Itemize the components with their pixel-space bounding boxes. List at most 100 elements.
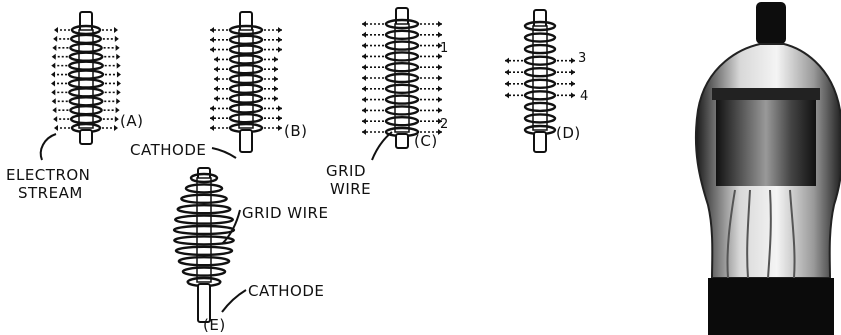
electron-arrow-head	[114, 125, 118, 131]
electron-arrow-head	[52, 54, 56, 60]
c-mark-2: 2	[440, 117, 448, 132]
electron-arrow-head	[362, 118, 366, 124]
electron-arrow-head	[52, 98, 56, 104]
cathode-e-leader	[222, 290, 246, 312]
label-d: (D)	[556, 124, 581, 142]
electron-arrow-head	[52, 45, 56, 51]
cathode-stem-bottom	[396, 134, 408, 148]
electron-arrow-head	[274, 96, 278, 102]
electron-arrow-head	[117, 72, 121, 78]
cathode-stem-bottom	[534, 132, 546, 152]
electron-arrow-head	[117, 63, 121, 69]
d-mark-3: 3	[578, 51, 586, 66]
d-mark-4: 4	[580, 89, 588, 104]
label-b: (B)	[284, 122, 308, 140]
cathode-b-leader	[212, 148, 236, 158]
electron-arrow-head	[571, 92, 575, 98]
electron-arrow-head	[210, 47, 214, 53]
electron-arrow-head	[278, 47, 282, 53]
electron-arrow-head	[571, 81, 575, 87]
grid-coil-a	[51, 12, 121, 144]
electron-arrow-head	[51, 63, 55, 69]
electron-arrow-head	[210, 37, 214, 43]
electron-arrow-head	[51, 80, 55, 86]
electron-arrow-head	[362, 53, 366, 59]
electron-arrow-head	[278, 37, 282, 43]
grid-wire-c-label-line1: GRID	[326, 162, 366, 180]
electron-stream-label-line1: ELECTRON	[6, 166, 90, 184]
electron-arrow-head	[51, 89, 55, 95]
electron-arrow-head	[278, 27, 282, 33]
electron-arrow-head	[214, 76, 218, 82]
electron-arrow-head	[571, 58, 575, 64]
grid-wire-e-label: GRID WIRE	[242, 204, 328, 222]
electron-arrow-head	[53, 36, 57, 42]
grid-wire-c-leader	[372, 132, 392, 160]
electron-arrow-head	[115, 36, 119, 42]
grid-coil-e	[174, 168, 234, 322]
electron-arrow-head	[210, 105, 214, 111]
electron-arrow-head	[53, 116, 57, 122]
electron-arrow-head	[278, 105, 282, 111]
grid-coil-c	[362, 8, 442, 148]
electron-arrow-head	[278, 115, 282, 121]
electron-arrow-head	[278, 125, 282, 131]
tube-plate-top	[712, 88, 820, 100]
electron-arrow-head	[274, 86, 278, 92]
electron-arrow-head	[214, 66, 218, 72]
electron-arrow-head	[116, 98, 120, 104]
electron-arrow-head	[114, 27, 118, 33]
electron-arrow-head	[438, 97, 442, 103]
label-a: (A)	[120, 112, 143, 130]
electron-arrow-head	[274, 66, 278, 72]
electron-arrow-head	[117, 89, 121, 95]
cathode-stem-bottom	[240, 130, 252, 152]
electron-arrow-head	[210, 115, 214, 121]
electron-arrow-head	[116, 45, 120, 51]
electron-arrow-head	[51, 72, 55, 78]
label-c: (C)	[414, 132, 438, 150]
electron-arrow-head	[117, 80, 121, 86]
cathode-body	[395, 24, 409, 132]
cathode-stem-bottom	[80, 130, 92, 144]
electron-arrow-head	[505, 81, 509, 87]
electron-arrow-head	[115, 116, 119, 122]
electron-arrow-head	[362, 86, 366, 92]
grid-wire-c-label-line2: WIRE	[330, 180, 371, 198]
electron-arrow-head	[274, 56, 278, 62]
electron-arrow-head	[438, 32, 442, 38]
electron-arrow-head	[54, 125, 58, 131]
electron-arrow-head	[362, 43, 366, 49]
electron-arrow-head	[505, 69, 509, 75]
electron-arrow-head	[362, 32, 366, 38]
electron-arrow-head	[362, 64, 366, 70]
electron-arrow-head	[116, 54, 120, 60]
vacuum-tube-photo	[696, 2, 841, 335]
electron-arrow-head	[438, 75, 442, 81]
cathode-b-label: CATHODE	[130, 141, 206, 159]
electron-arrow-head	[505, 92, 509, 98]
electron-arrow-head	[214, 96, 218, 102]
electron-arrow-head	[438, 64, 442, 70]
electron-arrow-head	[438, 21, 442, 27]
electron-arrow-head	[362, 129, 366, 135]
electron-arrow-head	[362, 97, 366, 103]
c-mark-1: 1	[440, 41, 448, 56]
cathode-e-label: CATHODE	[248, 282, 324, 300]
electron-arrow-head	[505, 58, 509, 64]
electron-arrow-head	[52, 107, 56, 113]
electron-arrow-head	[274, 76, 278, 82]
electron-arrow-head	[362, 75, 366, 81]
electron-arrow-head	[362, 107, 366, 113]
electron-arrow-head	[210, 125, 214, 131]
electron-stream-label-line2: STREAM	[18, 184, 83, 202]
electron-arrow-head	[438, 86, 442, 92]
electron-arrow-head	[210, 27, 214, 33]
electron-arrow-head	[438, 107, 442, 113]
electron-stream-leader	[41, 134, 56, 160]
label-e: (E)	[203, 316, 226, 334]
electron-arrow-head	[571, 69, 575, 75]
tube-top-cap	[756, 2, 786, 44]
grid-coil-b	[210, 12, 282, 152]
